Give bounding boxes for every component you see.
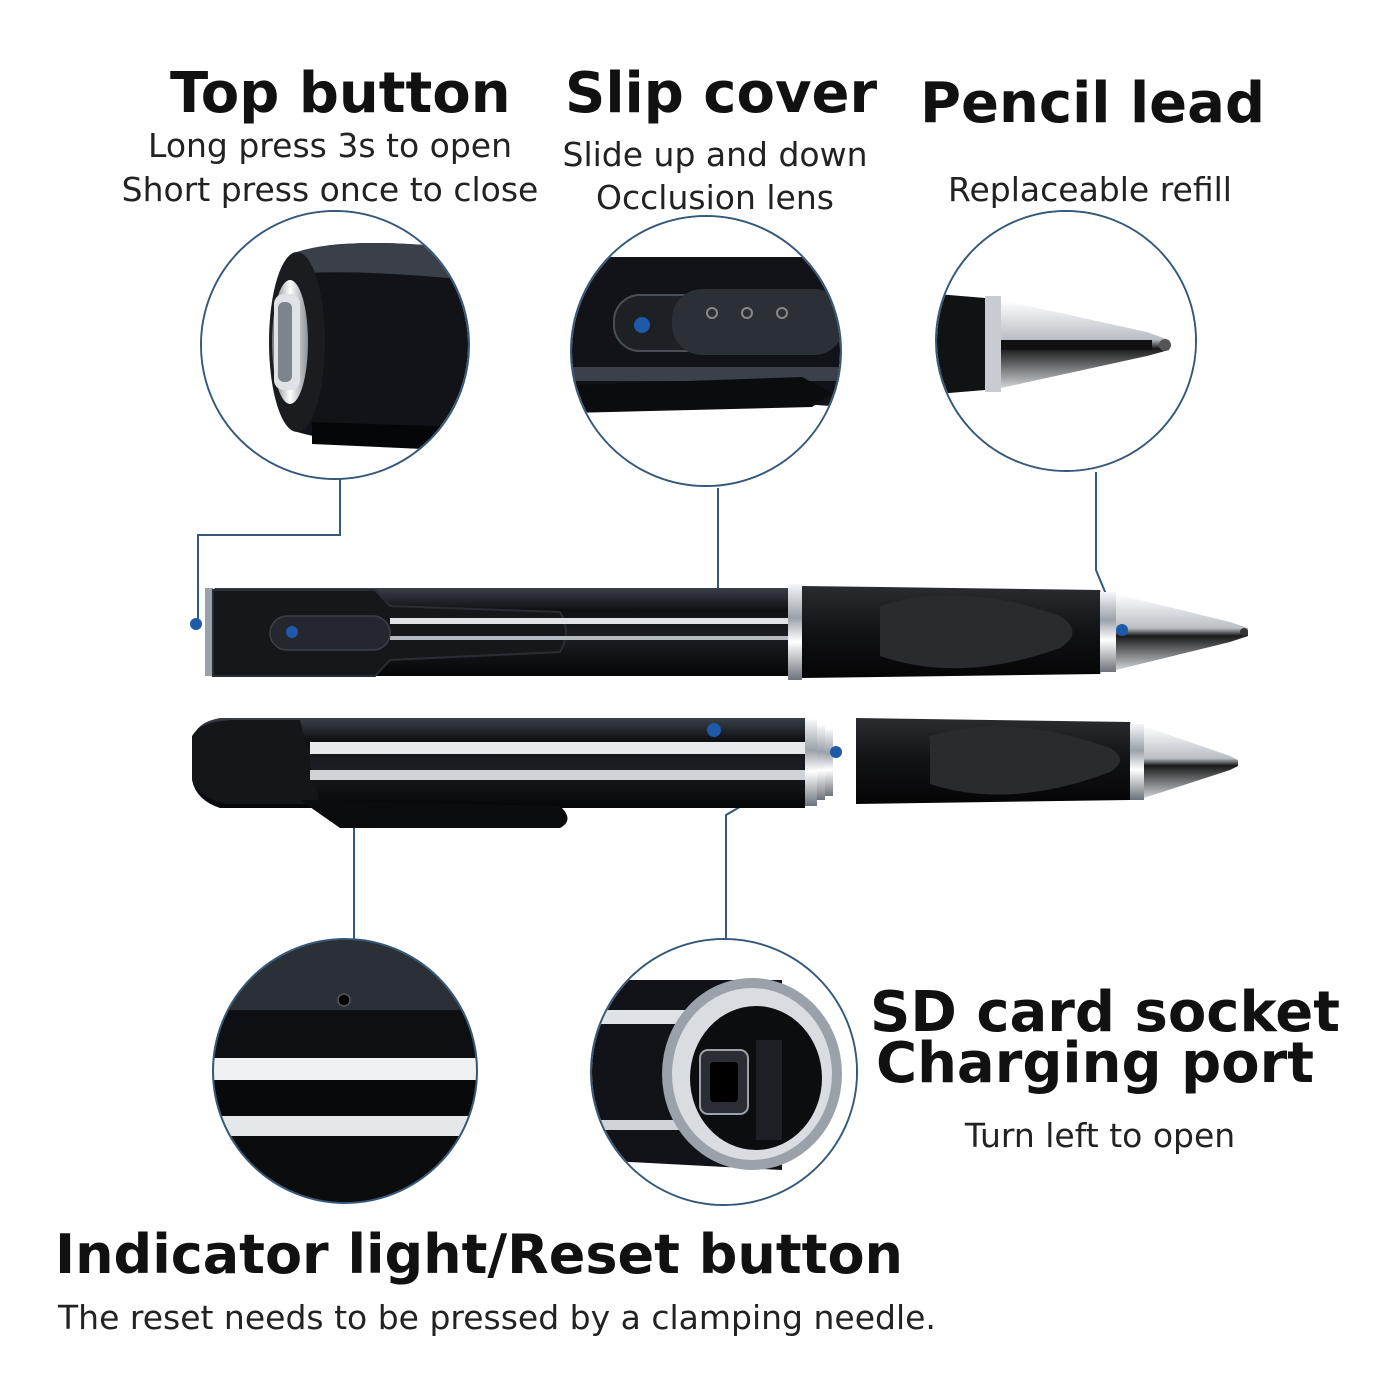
dot-pencil-lead xyxy=(1116,624,1128,636)
dot-indicator xyxy=(707,723,721,737)
indicator-desc: The reset needs to be pressed by a clamp… xyxy=(58,1298,936,1337)
sd-card-title-2: Charging port xyxy=(875,1031,1315,1096)
pencil-lead-detail-circle xyxy=(935,210,1197,472)
top-button-detail-circle xyxy=(200,210,470,480)
pen-opened xyxy=(192,718,1238,828)
leader-lines xyxy=(197,468,1121,940)
slip-cover-desc-2: Occlusion lens xyxy=(596,178,834,217)
pen-assembled xyxy=(205,584,1248,680)
pencil-lead-desc: Replaceable refill xyxy=(948,170,1232,209)
sd-thread xyxy=(805,720,833,806)
pencil-lead-title: Pencil lead xyxy=(920,71,1266,136)
sd-card-title-1: SD card socket xyxy=(870,980,1340,1045)
leader-top-button xyxy=(197,468,341,622)
slip-cover-title: Slip cover xyxy=(565,61,878,126)
dot-top-button xyxy=(190,618,202,630)
slip-cover-desc-1: Slide up and down xyxy=(562,135,868,174)
dot-sd-card xyxy=(830,746,842,758)
top-button-title: Top button xyxy=(170,61,511,126)
reset-hole xyxy=(337,993,351,1007)
top-button-desc-2: Short press once to close xyxy=(121,170,539,209)
sd-card-detail-circle xyxy=(590,938,858,1206)
indicator-detail-circle xyxy=(212,938,478,1204)
sd-card-desc: Turn left to open xyxy=(964,1116,1236,1155)
dot-slip-cover xyxy=(286,626,298,638)
top-button-desc-1: Long press 3s to open xyxy=(148,126,512,165)
indicator-title: Indicator light/Reset button xyxy=(55,1223,903,1286)
leader-dots xyxy=(190,618,1128,758)
slip-cover-detail-circle xyxy=(570,215,842,487)
